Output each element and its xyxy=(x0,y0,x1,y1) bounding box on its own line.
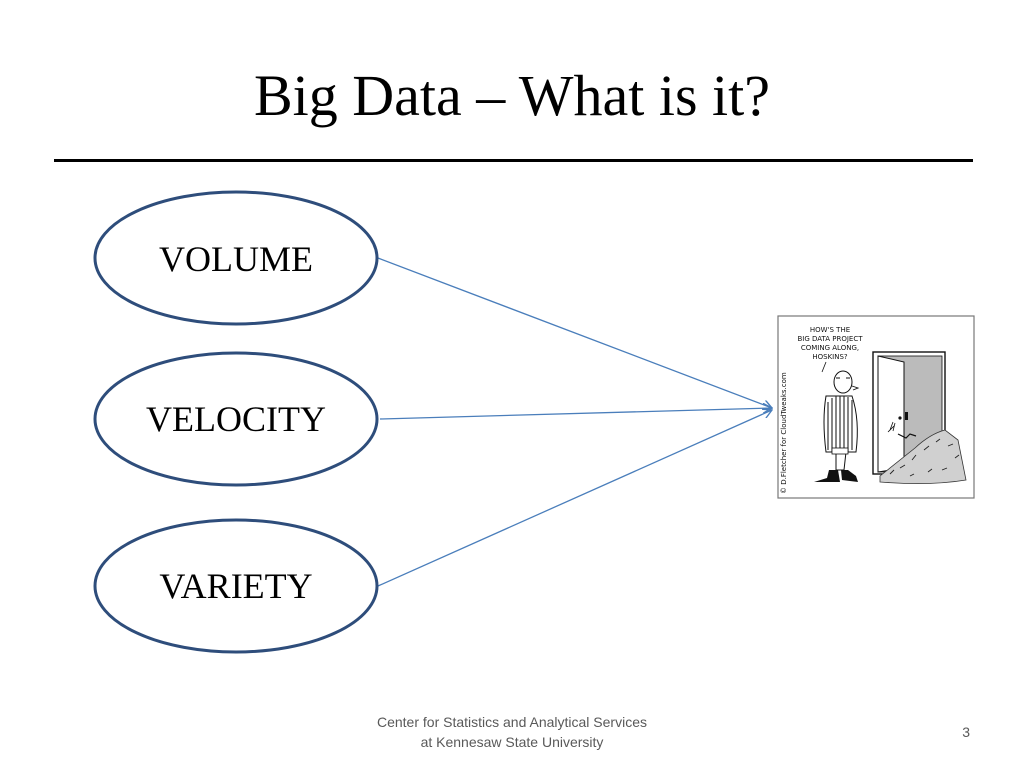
connector-variety xyxy=(377,410,772,587)
node-volume-label: VOLUME xyxy=(159,239,313,279)
node-velocity-label: VELOCITY xyxy=(146,399,326,439)
cartoon-image: HOW'S THE BIG DATA PROJECT COMING ALONG,… xyxy=(777,315,975,499)
page-number: 3 xyxy=(962,724,970,740)
cartoon-credit: © D.Fletcher for CloudTweaks.com xyxy=(780,372,788,494)
node-volume-shape xyxy=(93,190,379,326)
footer: Center for Statistics and Analytical Ser… xyxy=(312,712,712,752)
connector-volume xyxy=(377,257,772,408)
node-velocity-shape xyxy=(93,351,379,487)
node-variety-label: VARIETY xyxy=(159,566,312,606)
connectors xyxy=(377,257,772,587)
footer-line-2: at Kennesaw State University xyxy=(420,734,604,750)
cartoon-speech-line-4: HOSKINS? xyxy=(812,353,848,361)
title-divider xyxy=(54,159,973,162)
footer-line-1: Center for Statistics and Analytical Ser… xyxy=(376,714,647,730)
cartoon-speech-line-3: COMING ALONG, xyxy=(801,344,859,352)
cartoon-speech-line-2: BIG DATA PROJECT xyxy=(797,335,863,343)
node-variety: VARIETY xyxy=(93,518,379,654)
data-pile-drawing xyxy=(879,421,967,484)
node-variety-shape xyxy=(93,518,379,654)
node-velocity: VELOCITY xyxy=(93,351,379,487)
cartoon-speech-line-1: HOW'S THE xyxy=(810,326,850,334)
businessman-drawing xyxy=(814,370,860,482)
connector-velocity xyxy=(379,408,772,420)
node-volume: VOLUME xyxy=(93,190,379,326)
slide-title: Big Data – What is it? xyxy=(254,63,770,128)
